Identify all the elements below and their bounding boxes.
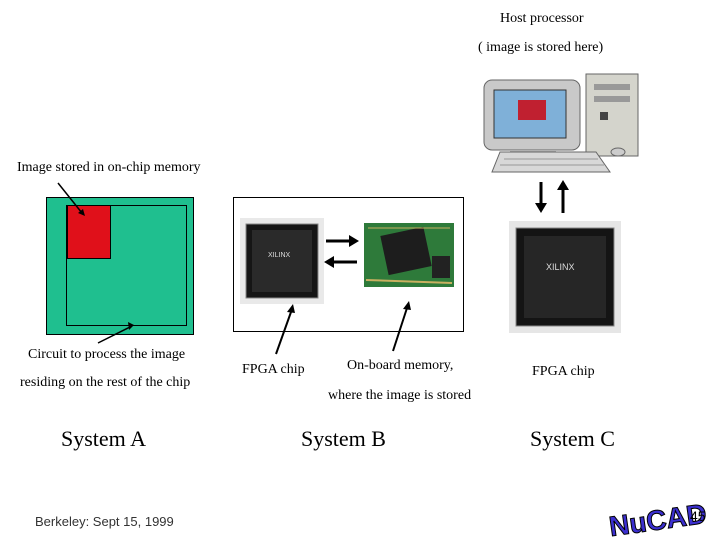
circuit-label-2: residing on the rest of the chip xyxy=(20,375,191,390)
footer-date: Berkeley: Sept 15, 1999 xyxy=(35,514,174,529)
system-b-board xyxy=(233,197,464,332)
system-c-title: System C xyxy=(530,426,615,451)
image-memory-block xyxy=(67,205,111,259)
system-a-chip-inner-border xyxy=(66,205,187,326)
monitor-icon xyxy=(483,79,581,158)
system-a-title: System A xyxy=(61,426,146,451)
svg-text:XILINX: XILINX xyxy=(546,262,575,272)
host-fpga-arrows xyxy=(535,180,569,213)
system-c-fpga-label: FPGA chip xyxy=(532,364,595,379)
onboard-memory-label-1: On-board memory, xyxy=(347,358,454,373)
host-title: Host processor xyxy=(500,11,584,26)
keyboard-icon xyxy=(491,147,626,173)
tower-icon xyxy=(585,73,639,157)
host-subtitle: ( image is stored here) xyxy=(478,40,604,55)
onboard-memory-label-2: where the image is stored xyxy=(328,388,472,403)
onchip-memory-label: Image stored in on-chip memory xyxy=(17,160,201,175)
page-number: 45 xyxy=(690,508,706,524)
circuit-label-1: Circuit to process the image xyxy=(28,347,186,362)
system-b-fpga-label: FPGA chip xyxy=(242,362,305,377)
system-b-title: System B xyxy=(301,426,386,451)
system-a-chip xyxy=(46,197,194,335)
system-c-fpga-chip-image: XILINX xyxy=(509,221,621,333)
